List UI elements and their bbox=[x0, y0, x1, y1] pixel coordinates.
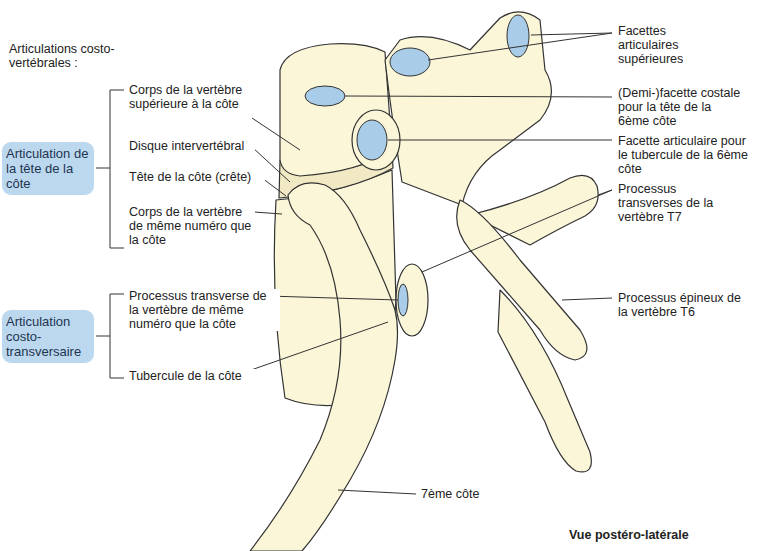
part-label: Disque intervertébral bbox=[128, 139, 255, 153]
leader-line bbox=[268, 296, 398, 300]
part-label: Processus transverses de la vertèbre T7 bbox=[617, 182, 715, 224]
vertebral-arch-t6 bbox=[385, 12, 551, 205]
highlight-box: Articulation de la tête de la côte bbox=[2, 142, 94, 195]
part-label: Corps de la vertèbre de même numéro que … bbox=[128, 205, 255, 247]
superior-facet bbox=[390, 48, 430, 76]
costotransverse-facet bbox=[398, 284, 408, 316]
part-label: Tubercule de la côte bbox=[128, 369, 260, 383]
part-label: Facettes articulaires supérieures bbox=[617, 24, 701, 66]
bracket bbox=[96, 294, 124, 378]
leader-line bbox=[388, 140, 612, 141]
heading-label: Articulations costo-vertébrales : bbox=[8, 42, 132, 70]
part-label: Facette articulaire pour le tubercule de… bbox=[617, 134, 749, 176]
view-caption: Vue postéro-latérale bbox=[568, 528, 720, 542]
leader-line bbox=[262, 178, 286, 196]
part-label: 7ème côte bbox=[420, 487, 502, 501]
rib-7 bbox=[250, 183, 398, 551]
box-text: Articulation costo-transversaire bbox=[6, 314, 90, 359]
leader-line bbox=[422, 190, 612, 272]
costal-demi-facet bbox=[305, 86, 345, 106]
highlight-box: Articulation costo-transversaire bbox=[2, 310, 94, 363]
part-label: Corps de la vertèbre supérieure à la côt… bbox=[128, 83, 255, 111]
superior-facet bbox=[507, 15, 529, 57]
leader-line bbox=[562, 298, 612, 300]
box-text: Articulation de la tête de la côte bbox=[6, 146, 90, 191]
spinous-process-t6 bbox=[457, 200, 587, 360]
bracket bbox=[96, 90, 124, 248]
part-label: (Demi-)facette costale pour la tête de l… bbox=[617, 86, 744, 128]
leader-line bbox=[345, 96, 612, 97]
leader-line bbox=[254, 212, 282, 214]
leader-line bbox=[252, 118, 300, 150]
leader-line bbox=[428, 33, 612, 60]
tubercle-facet bbox=[357, 120, 387, 160]
part-label: Processus transverse de la vertèbre de m… bbox=[128, 289, 280, 331]
part-label: Tête de la côte (crête) bbox=[128, 170, 265, 184]
transverse-process-t7-left bbox=[396, 264, 428, 336]
part-label: Processus épineux de la vertèbre T6 bbox=[617, 291, 744, 319]
leader-line bbox=[338, 490, 416, 494]
